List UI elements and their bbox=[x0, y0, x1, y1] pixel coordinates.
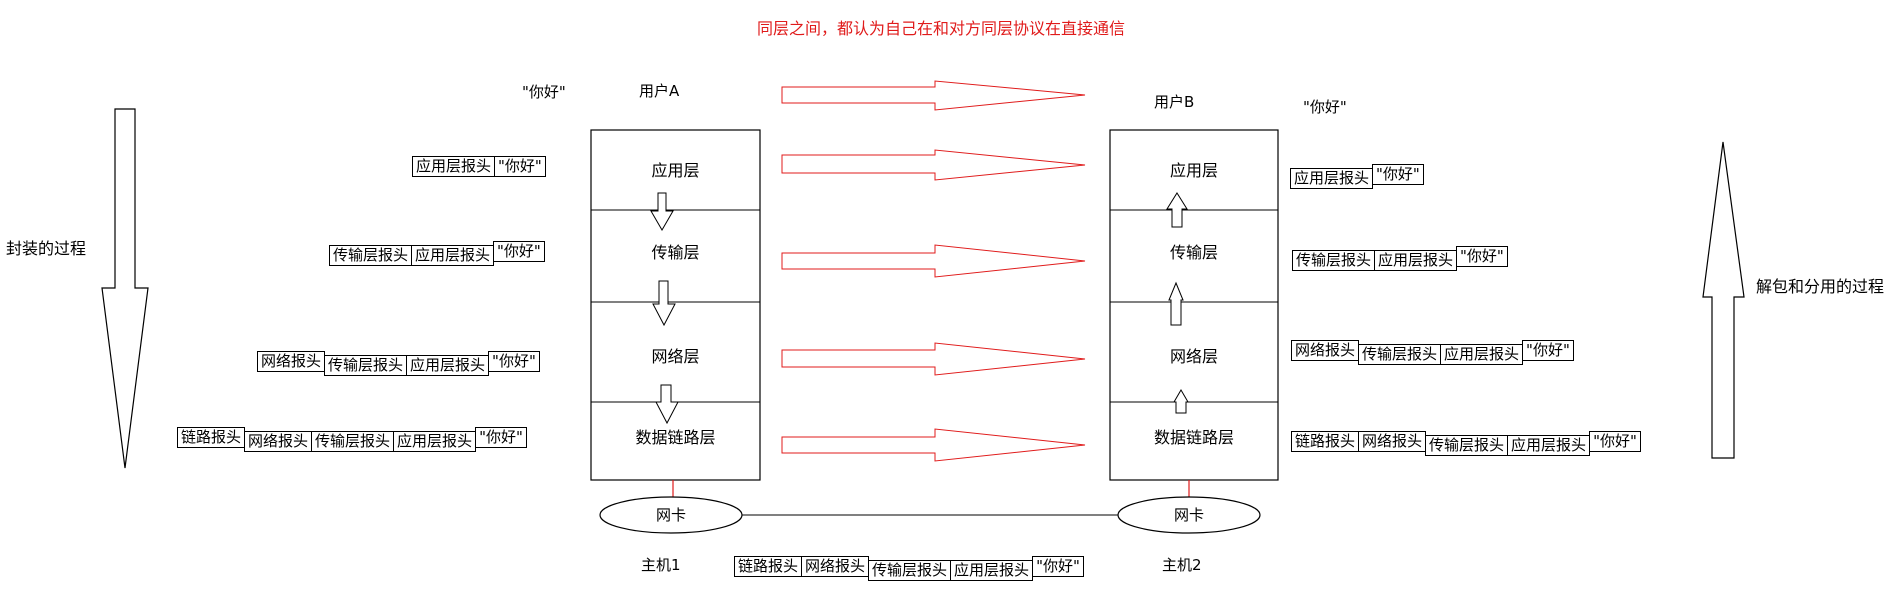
app-header-cell: 应用层报头 bbox=[411, 245, 495, 266]
host2-stack-box bbox=[1109, 129, 1279, 481]
host1-name: 主机1 bbox=[641, 556, 681, 574]
app-header-cell: 应用层报头 bbox=[1374, 250, 1458, 271]
right-packet-datalink: 链路报头 网络报头 传输层报头 应用层报头 "你好" bbox=[1291, 431, 1641, 456]
peer-arrow-application bbox=[781, 149, 1086, 181]
transport-header-cell: 传输层报头 bbox=[1292, 250, 1376, 271]
left-packet-datalink: 链路报头 网络报头 传输层报头 应用层报头 "你好" bbox=[177, 427, 527, 452]
payload-cell: "你好" bbox=[1032, 556, 1084, 577]
encapsulation-arrow bbox=[101, 108, 149, 469]
host2-up-arrow-3 bbox=[1173, 389, 1189, 414]
host2-message: "你好" bbox=[1303, 98, 1347, 116]
peer-arrow-transport bbox=[781, 244, 1086, 278]
host2-name: 主机2 bbox=[1162, 556, 1202, 574]
payload-cell: "你好" bbox=[1589, 431, 1641, 452]
payload-cell: "你好" bbox=[488, 351, 540, 372]
decapsulation-label: 解包和分用的过程 bbox=[1756, 277, 1885, 296]
link-header-cell: 链路报头 bbox=[177, 427, 246, 448]
transport-header-cell: 传输层报头 bbox=[1358, 344, 1442, 365]
transport-header-cell: 传输层报头 bbox=[324, 355, 408, 376]
network-header-cell: 网络报头 bbox=[1291, 340, 1360, 361]
peer-arrow-network bbox=[781, 342, 1086, 376]
right-packet-network: 网络报头 传输层报头 应用层报头 "你好" bbox=[1291, 340, 1574, 365]
left-packet-application: 应用层报头 "你好" bbox=[412, 156, 546, 177]
decapsulation-arrow bbox=[1702, 141, 1745, 459]
transport-header-cell: 传输层报头 bbox=[1425, 435, 1509, 456]
app-header-cell: 应用层报头 bbox=[412, 156, 496, 177]
link-header-cell: 链路报头 bbox=[734, 556, 803, 577]
peer-arrow-user bbox=[781, 80, 1086, 111]
app-header-cell: 应用层报头 bbox=[950, 560, 1034, 581]
app-header-cell: 应用层报头 bbox=[1507, 435, 1591, 456]
peer-arrow-datalink bbox=[781, 428, 1086, 462]
right-packet-application: 应用层报头 "你好" bbox=[1290, 164, 1424, 189]
host1-nic bbox=[599, 496, 743, 534]
host1-layer-application: 应用层 bbox=[651, 161, 700, 180]
host1-layer-datalink: 数据链路层 bbox=[635, 428, 716, 447]
right-packet-transport: 传输层报头 应用层报头 "你好" bbox=[1292, 246, 1508, 271]
left-packet-network: 网络报头 传输层报头 应用层报头 "你好" bbox=[257, 351, 540, 376]
host2-nic-label: 网卡 bbox=[1173, 506, 1204, 524]
app-header-cell: 应用层报头 bbox=[1290, 168, 1374, 189]
app-header-cell: 应用层报头 bbox=[1440, 344, 1524, 365]
host2-layer-network: 网络层 bbox=[1169, 347, 1218, 366]
payload-cell: "你好" bbox=[1372, 164, 1424, 185]
payload-cell: "你好" bbox=[1456, 246, 1508, 267]
app-header-cell: 应用层报头 bbox=[406, 355, 490, 376]
payload-cell: "你好" bbox=[494, 156, 546, 177]
payload-cell: "你好" bbox=[475, 427, 527, 448]
encapsulation-label: 封装的过程 bbox=[6, 239, 87, 258]
network-header-cell: 网络报头 bbox=[801, 556, 870, 577]
network-header-cell: 网络报头 bbox=[1358, 431, 1427, 452]
host2-layer-datalink: 数据链路层 bbox=[1153, 428, 1234, 447]
payload-cell: "你好" bbox=[1522, 340, 1574, 361]
left-packet-transport: 传输层报头 应用层报头 "你好" bbox=[329, 241, 545, 266]
host1-down-arrow-2 bbox=[652, 280, 676, 327]
host1-stack-box bbox=[590, 129, 761, 481]
host1-user: 用户A bbox=[639, 82, 680, 100]
network-header-cell: 网络报头 bbox=[244, 431, 313, 452]
transport-header-cell: 传输层报头 bbox=[311, 431, 395, 452]
host2-layer-transport: 传输层 bbox=[1169, 243, 1218, 262]
host1-down-arrow-1 bbox=[650, 192, 674, 231]
host1-layer-network: 网络层 bbox=[651, 347, 700, 366]
host2-nic bbox=[1117, 496, 1261, 534]
network-header-cell: 网络报头 bbox=[257, 351, 326, 372]
host2-user: 用户B bbox=[1154, 93, 1195, 111]
host2-up-arrow-2 bbox=[1168, 281, 1184, 326]
wire-packet: 链路报头 网络报头 传输层报头 应用层报头 "你好" bbox=[734, 556, 1084, 581]
host1-down-arrow-3 bbox=[655, 384, 679, 425]
host2-layer-application: 应用层 bbox=[1169, 161, 1218, 180]
host1-layer-transport: 传输层 bbox=[651, 243, 700, 262]
payload-cell: "你好" bbox=[493, 241, 545, 262]
link-header-cell: 链路报头 bbox=[1291, 431, 1360, 452]
host1-nic-label: 网卡 bbox=[655, 506, 686, 524]
host2-up-arrow-1 bbox=[1166, 192, 1188, 228]
transport-header-cell: 传输层报头 bbox=[868, 560, 952, 581]
transport-header-cell: 传输层报头 bbox=[329, 245, 413, 266]
diagram-title: 同层之间，都认为自己在和对方同层协议在直接通信 bbox=[757, 19, 1126, 38]
app-header-cell: 应用层报头 bbox=[393, 431, 477, 452]
host1-message: "你好" bbox=[522, 83, 566, 101]
